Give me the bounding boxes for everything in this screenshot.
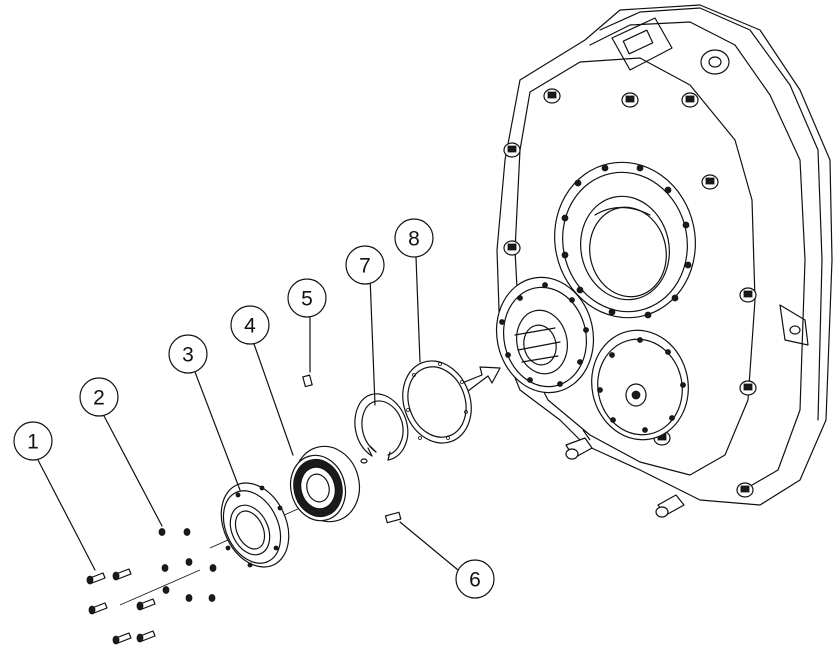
leader-lines <box>37 256 459 571</box>
part-1-bolts <box>86 568 156 645</box>
housing-bolts <box>503 88 757 498</box>
part-7-circlip <box>354 393 409 464</box>
callout-8-label: 8 <box>408 228 420 251</box>
callout-5: 5 <box>287 278 327 318</box>
callout-6-label: 6 <box>469 569 481 592</box>
part-8-gasket <box>402 360 472 444</box>
callout-8: 8 <box>394 218 434 258</box>
lifting-eye <box>700 49 730 75</box>
callout-2-label: 2 <box>93 387 105 410</box>
upper-bore-flange <box>554 161 696 319</box>
callout-6: 6 <box>455 559 495 599</box>
callout-4-label: 4 <box>244 315 256 338</box>
callout-1-label: 1 <box>27 431 39 454</box>
gearbox-housing <box>495 4 833 518</box>
callout-5-label: 5 <box>301 288 313 311</box>
callout-7: 7 <box>345 245 385 285</box>
part-5-key <box>302 374 313 388</box>
part-6-key <box>384 511 402 524</box>
callout-2: 2 <box>79 377 119 417</box>
callout-3: 3 <box>168 334 208 374</box>
callout-7-label: 7 <box>359 255 371 278</box>
lower-cover-plate <box>591 329 689 441</box>
input-flange <box>495 276 595 394</box>
callout-4: 4 <box>230 305 270 345</box>
callout-3-label: 3 <box>182 344 194 367</box>
assembly-direction-arrow <box>461 366 501 392</box>
part-3-seal-cover <box>220 482 290 568</box>
part-4-bearing <box>289 445 361 523</box>
assembly-axis-line <box>119 569 201 606</box>
callout-1: 1 <box>13 421 53 461</box>
part-2-washers <box>158 528 217 602</box>
